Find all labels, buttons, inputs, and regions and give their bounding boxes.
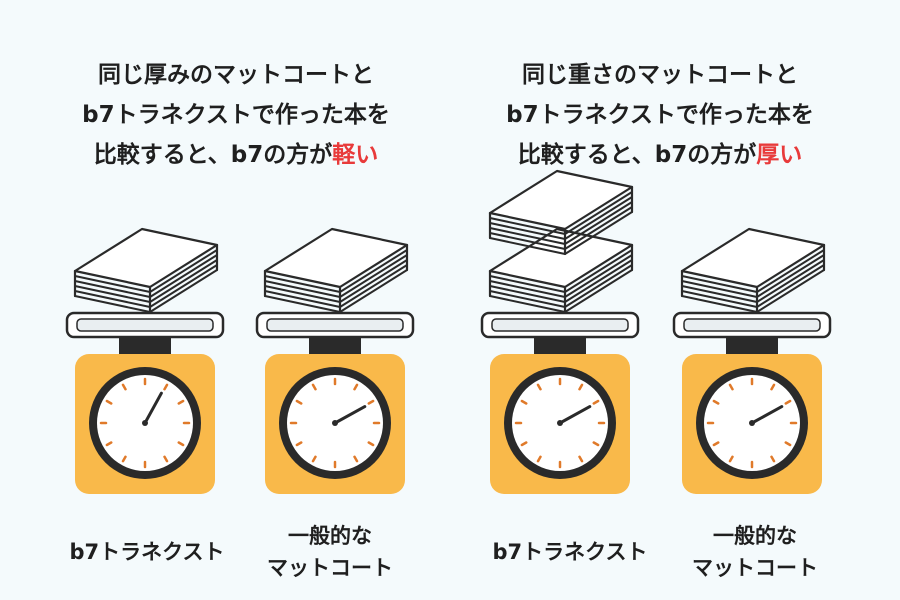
- scale-neck: [309, 337, 361, 357]
- dial-tick: [784, 441, 792, 447]
- scale: [65, 227, 225, 494]
- dial-tick: [163, 455, 169, 463]
- dial-tick: [770, 455, 776, 463]
- dial-tick: [367, 441, 375, 447]
- scale-label-line: マットコート: [692, 556, 818, 580]
- dial-needle: [558, 405, 592, 425]
- heading-line: b7トラネクストで作った本を: [506, 102, 814, 128]
- dial-tick: [105, 399, 113, 405]
- heading-line: 同じ重さのマットコートと: [522, 62, 798, 88]
- scale: [672, 227, 832, 494]
- heading-line: 比較すると、b7の方が軽い: [36, 135, 436, 175]
- dial-pivot: [332, 420, 338, 426]
- dial-tick: [311, 455, 317, 463]
- dial-tick: [105, 441, 113, 447]
- heading-emphasis: 厚い: [756, 142, 803, 168]
- dial-needle: [143, 391, 163, 425]
- scale-neck: [119, 337, 171, 357]
- dial-tick: [536, 383, 542, 391]
- paper-stack: [263, 227, 409, 314]
- dial-pivot: [749, 420, 755, 426]
- dial-tick: [121, 383, 127, 391]
- scale-label-line: b7トラネクスト: [492, 540, 648, 564]
- heading-left: 同じ厚みのマットコートと b7トラネクストで作った本を 比較すると、b7の方が軽…: [36, 55, 436, 175]
- scale: [480, 169, 640, 494]
- paper-stack: [680, 227, 826, 314]
- scale-tray-inner: [683, 318, 821, 332]
- heading-right: 同じ重さのマットコートと b7トラネクストで作った本を 比較すると、b7の方が厚…: [460, 55, 860, 175]
- scale-tray-inner: [266, 318, 404, 332]
- dial-tick: [121, 455, 127, 463]
- paper-stack: [488, 169, 634, 256]
- dial-tick: [163, 383, 169, 391]
- scale-tray-inner: [491, 318, 629, 332]
- heading-line: 比較すると、b7の方が厚い: [460, 135, 860, 175]
- dial-tick: [353, 383, 359, 391]
- dial-tick: [520, 399, 528, 405]
- dial-tick: [784, 399, 792, 405]
- dial-tick: [712, 399, 720, 405]
- scale-label: b7トラネクスト: [52, 536, 242, 568]
- heading-line: 同じ厚みのマットコートと: [98, 62, 374, 88]
- dial-tick: [592, 441, 600, 447]
- paper-stack: [488, 227, 634, 314]
- scale-tray-inner: [76, 318, 214, 332]
- dial-tick: [295, 399, 303, 405]
- dial-tick: [367, 399, 375, 405]
- dial-tick: [520, 441, 528, 447]
- heading-emphasis: 軽い: [332, 142, 379, 168]
- scale-neck: [534, 337, 586, 357]
- dial-tick: [311, 383, 317, 391]
- dial-pivot: [557, 420, 563, 426]
- dial-needle: [333, 405, 367, 425]
- heading-line-prefix: 比較すると、b7の方が: [517, 142, 757, 168]
- heading-line: b7トラネクストで作った本を: [82, 102, 390, 128]
- dial-tick: [712, 441, 720, 447]
- scale-label: 一般的な マットコート: [235, 520, 425, 584]
- scale-label-line: b7トラネクスト: [69, 540, 225, 564]
- dial-tick: [770, 383, 776, 391]
- scale-label: b7トラネクスト: [475, 536, 665, 568]
- dial-tick: [578, 455, 584, 463]
- scale-label-line: 一般的な: [288, 524, 372, 548]
- dial-pivot: [142, 420, 148, 426]
- scale-label-line: マットコート: [267, 556, 393, 580]
- dial-tick: [728, 455, 734, 463]
- heading-line-prefix: 比較すると、b7の方が: [93, 142, 333, 168]
- dial-tick: [728, 383, 734, 391]
- scale-label-line: 一般的な: [713, 524, 797, 548]
- dial-tick: [177, 441, 185, 447]
- scale-neck: [726, 337, 778, 357]
- scale: [255, 227, 415, 494]
- dial-tick: [592, 399, 600, 405]
- scale-label: 一般的な マットコート: [660, 520, 850, 584]
- paper-stack: [73, 227, 219, 314]
- dial-needle: [750, 405, 784, 425]
- dial-tick: [295, 441, 303, 447]
- dial-tick: [578, 383, 584, 391]
- dial-tick: [536, 455, 542, 463]
- dial-tick: [177, 399, 185, 405]
- dial-tick: [353, 455, 359, 463]
